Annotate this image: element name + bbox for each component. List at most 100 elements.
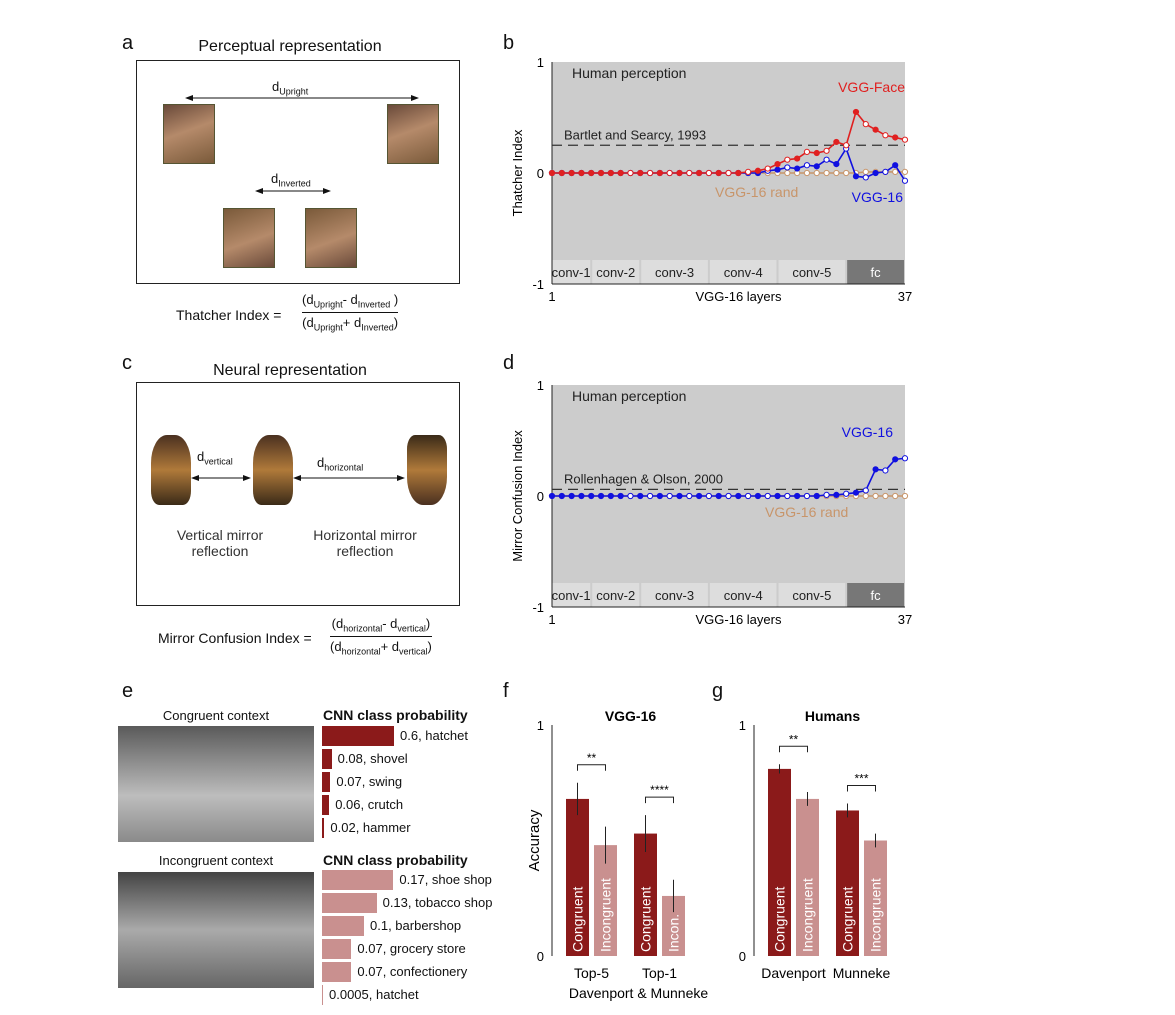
x-axis-label: VGG-16 layers bbox=[696, 612, 782, 627]
y-tick-label: -1 bbox=[532, 277, 544, 292]
data-point bbox=[823, 156, 830, 163]
data-point bbox=[617, 169, 624, 177]
data-point bbox=[833, 169, 840, 177]
data-point bbox=[892, 456, 899, 463]
data-point bbox=[637, 492, 644, 500]
data-point bbox=[882, 492, 889, 500]
prob-bar bbox=[322, 795, 330, 815]
panel-label-f: f bbox=[503, 680, 509, 702]
data-point bbox=[852, 489, 860, 496]
data-point bbox=[627, 492, 634, 500]
layer-group-fc bbox=[847, 583, 904, 607]
prob-bar bbox=[322, 985, 323, 1005]
data-point bbox=[794, 165, 801, 172]
bar-label: Congruent bbox=[772, 887, 788, 952]
layer-group-conv-4 bbox=[709, 260, 777, 284]
data-point bbox=[705, 492, 712, 500]
prob-bar bbox=[322, 916, 364, 936]
panel-label-e: e bbox=[122, 680, 134, 702]
data-point bbox=[558, 169, 565, 177]
thatcher-formula-fraction: (dUpright- dInverted ) (dUpright+ dInver… bbox=[302, 292, 399, 333]
data-point bbox=[735, 492, 742, 500]
data-point bbox=[823, 169, 830, 177]
data-point bbox=[803, 148, 811, 156]
layer-group-label-conv-2: conv-2 bbox=[596, 588, 635, 603]
prob-bar bbox=[322, 772, 331, 792]
layer-group-conv-2 bbox=[592, 260, 640, 284]
data-point bbox=[803, 492, 811, 500]
data-point bbox=[735, 169, 742, 177]
data-point bbox=[745, 168, 752, 175]
data-point bbox=[676, 492, 683, 500]
data-point bbox=[754, 492, 762, 500]
y-tick-label: 1 bbox=[537, 378, 544, 393]
significance-bracket bbox=[577, 764, 606, 771]
data-point bbox=[666, 492, 673, 500]
data-point bbox=[646, 492, 654, 500]
layer-group-fc bbox=[847, 260, 904, 284]
data-point bbox=[813, 169, 820, 177]
data-point bbox=[901, 168, 909, 175]
dog-horizontal-mirror bbox=[407, 435, 447, 505]
layer-group-label-conv-4: conv-4 bbox=[724, 588, 763, 603]
layer-group-conv-1 bbox=[552, 583, 591, 607]
significance-stars: *** bbox=[854, 772, 868, 786]
prob-bar bbox=[322, 962, 352, 982]
y-tick-label: 0 bbox=[537, 489, 544, 504]
reference-label: Rollenhagen & Olson, 2000 bbox=[564, 471, 723, 486]
bar-label: Congruent bbox=[638, 887, 654, 952]
d-vertical-label: dvertical bbox=[197, 449, 233, 467]
layer-group-label-conv-3: conv-3 bbox=[655, 265, 694, 280]
perceptual-box: dUpright dInverted bbox=[136, 60, 460, 284]
bar-label: Congruent bbox=[840, 887, 856, 952]
d-horizontal-arrow bbox=[293, 475, 405, 481]
significance-bracket bbox=[779, 745, 808, 753]
layer-group-label-conv-3: conv-3 bbox=[655, 588, 694, 603]
thatcher-formula-num: (dUpright- dInverted ) bbox=[302, 292, 399, 310]
bar-label: Congruent bbox=[570, 887, 586, 952]
layer-group-label-conv-5: conv-5 bbox=[792, 588, 831, 603]
data-point bbox=[754, 167, 762, 174]
prob-bar bbox=[322, 726, 394, 746]
series-label-vgg-16-rand: VGG-16 rand bbox=[715, 184, 798, 200]
human-perception-label: Human perception bbox=[572, 65, 686, 81]
incongruent-prob-title: CNN class probability bbox=[323, 852, 468, 868]
data-point bbox=[843, 490, 850, 497]
bar-label: Incongruent bbox=[598, 878, 614, 952]
data-point bbox=[548, 169, 556, 177]
incongruent-context-title: Incongruent context bbox=[158, 853, 274, 868]
bar-congruent bbox=[836, 810, 859, 956]
thatcher-formula-den: (dUpright+ dInverted) bbox=[302, 314, 399, 333]
prob-bar bbox=[322, 818, 325, 838]
data-point bbox=[892, 492, 899, 500]
d-upright-arrow bbox=[185, 95, 419, 101]
data-point bbox=[666, 169, 673, 177]
caption-horizontal-mirror: Horizontal mirror reflection bbox=[313, 527, 417, 559]
significance-stars: **** bbox=[650, 783, 669, 797]
data-point bbox=[597, 492, 605, 500]
data-point bbox=[695, 169, 703, 177]
data-point bbox=[578, 492, 585, 500]
data-point bbox=[813, 163, 820, 170]
data-point bbox=[862, 168, 869, 175]
layer-group-conv-1 bbox=[552, 260, 591, 284]
data-point bbox=[882, 132, 889, 139]
data-point bbox=[588, 169, 595, 177]
caption-vertical-mirror: Vertical mirror reflection bbox=[176, 527, 264, 559]
prob-bar bbox=[322, 749, 332, 769]
bar-congruent bbox=[566, 798, 589, 956]
data-point bbox=[784, 492, 791, 500]
chart-title: Humans bbox=[805, 708, 860, 724]
data-point bbox=[862, 121, 869, 128]
data-point bbox=[784, 156, 791, 163]
prob-label: 0.1, barbershop bbox=[370, 918, 462, 933]
data-point bbox=[784, 169, 791, 177]
layer-group-label-conv-1: conv-1 bbox=[552, 265, 591, 280]
bar-label: Incongruent bbox=[800, 878, 816, 952]
x-tick-label: 37 bbox=[898, 289, 912, 304]
data-point bbox=[784, 164, 791, 171]
data-point bbox=[695, 492, 703, 500]
data-point bbox=[813, 492, 820, 500]
data-point bbox=[794, 492, 801, 500]
